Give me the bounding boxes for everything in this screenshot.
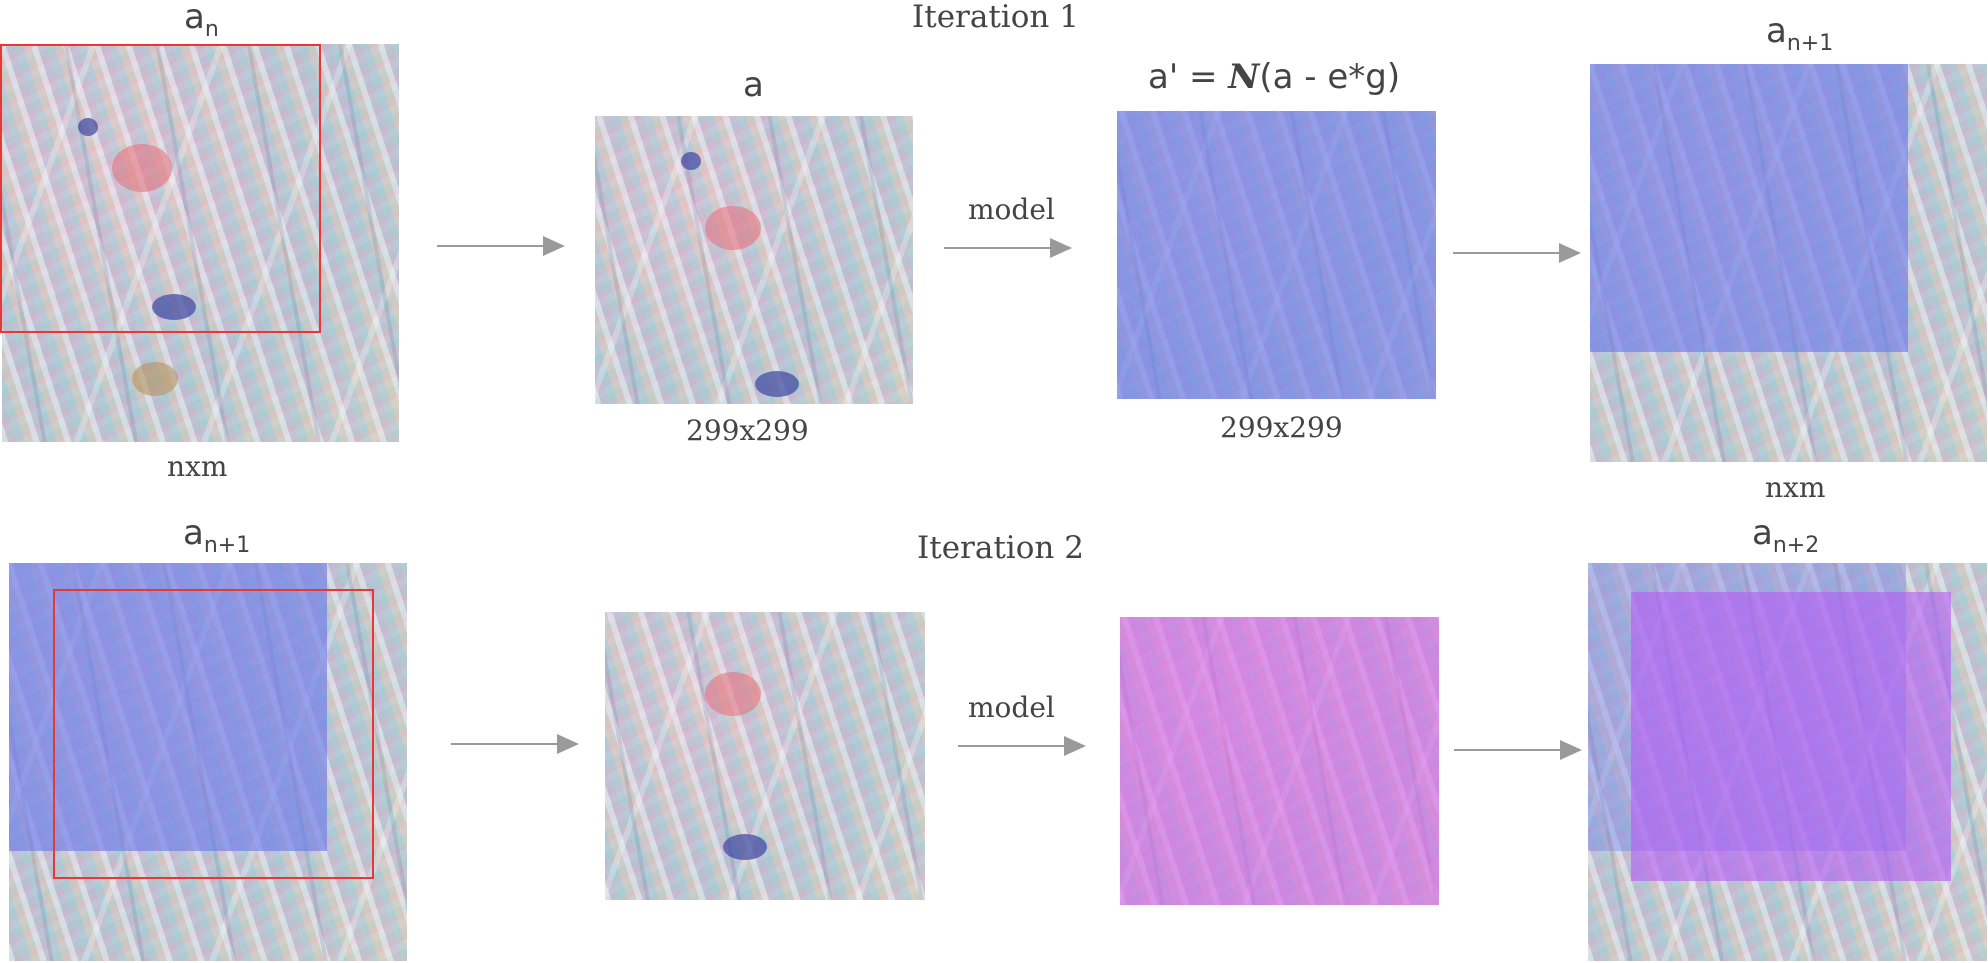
arrow-paste-2 xyxy=(1454,740,1582,760)
arrow-crop xyxy=(437,236,565,256)
output-image-an1 xyxy=(1590,64,1987,462)
crop-image-label: a xyxy=(743,65,764,105)
iteration-1-title: Iteration 1 xyxy=(912,0,1079,35)
model-label-2: model xyxy=(968,691,1055,724)
row2-normalized-image xyxy=(1120,617,1439,905)
iteration-2-title: Iteration 2 xyxy=(917,530,1084,566)
arrow-model-2 xyxy=(958,736,1086,756)
input-image-label-subscript: n xyxy=(204,16,219,42)
input-image-label-base: a xyxy=(184,0,205,37)
crop-size-label: 299x299 xyxy=(686,414,809,447)
normalized-size-label: 299x299 xyxy=(1220,411,1343,444)
arrow-paste-1 xyxy=(1453,243,1581,263)
formula-norm-symbol: N xyxy=(1228,57,1260,97)
input-image-label: an xyxy=(184,0,219,41)
update-formula: a' = N(a - e*g) xyxy=(1148,60,1400,94)
model-label-1: model xyxy=(968,193,1055,226)
row2-input-image-label-base: a xyxy=(183,513,204,553)
formula-prefix: a' = xyxy=(1148,57,1229,97)
row2-output-image-label: an+2 xyxy=(1752,516,1819,557)
row2-output-image-label-subscript: n+2 xyxy=(1772,532,1820,558)
output-image-label: an+1 xyxy=(1766,14,1833,55)
crop-image-a xyxy=(595,116,913,404)
row2-input-image-label-subscript: n+1 xyxy=(203,532,251,558)
row2-crop-region-box xyxy=(53,589,374,879)
input-image-an xyxy=(2,44,399,442)
arrow-crop-2 xyxy=(451,734,579,754)
row2-input-image-label: an+1 xyxy=(183,516,250,557)
input-size-label: nxm xyxy=(167,450,228,483)
arrow-model-1 xyxy=(944,238,1072,258)
output-image-label-subscript: n+1 xyxy=(1786,30,1834,56)
normalized-image xyxy=(1117,111,1436,399)
formula-suffix: (a - e*g) xyxy=(1259,57,1401,97)
output-image-label-base: a xyxy=(1766,11,1787,51)
row2-output-image xyxy=(1588,563,1987,961)
row2-crop-image xyxy=(605,612,925,900)
output-size-label: nxm xyxy=(1765,471,1826,504)
row2-input-image xyxy=(9,563,407,961)
crop-region-box xyxy=(0,44,321,333)
row2-output-image-label-base: a xyxy=(1752,513,1773,553)
